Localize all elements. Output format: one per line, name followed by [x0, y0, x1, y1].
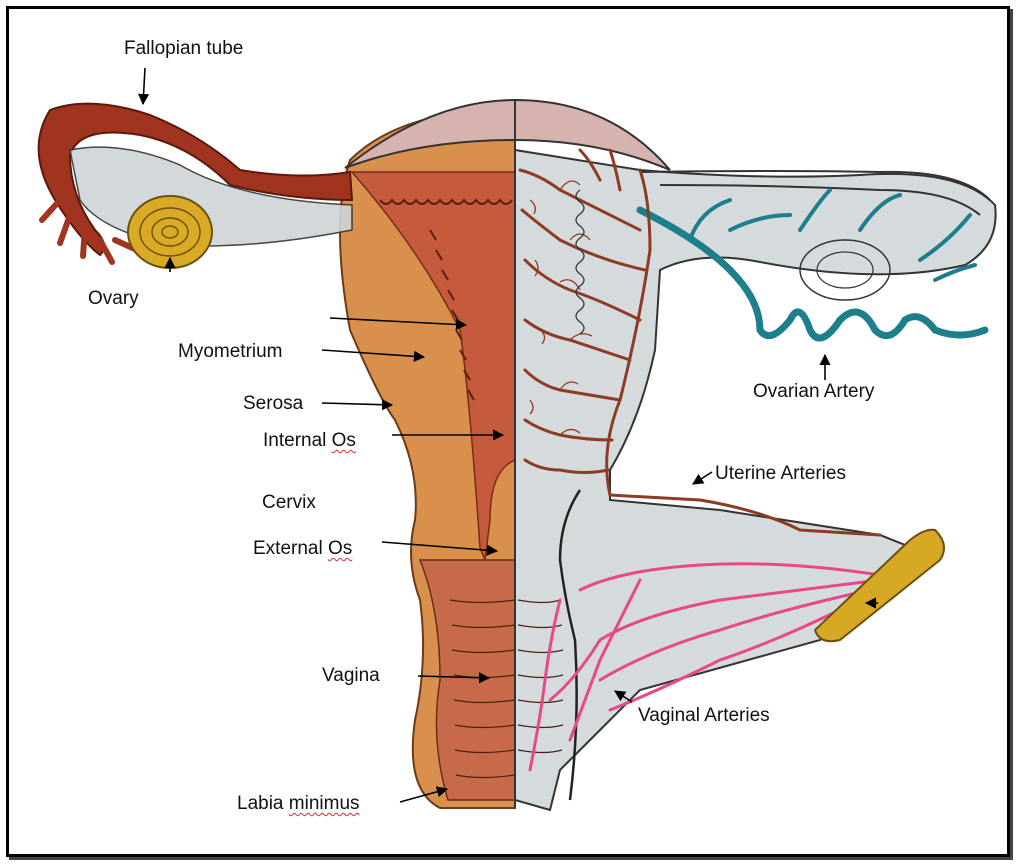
- label-cervix: Cervix: [262, 492, 316, 514]
- label-external-os-word: External: [253, 538, 323, 559]
- label-external-os: External Os: [253, 538, 352, 560]
- label-internal-os: Internal Os: [263, 430, 356, 452]
- label-external-os-os: Os: [328, 538, 352, 559]
- label-internal-os-word: Internal: [263, 430, 326, 451]
- label-vaginal-arteries: Vaginal Arteries: [638, 705, 770, 727]
- label-ovary: Ovary: [88, 288, 139, 310]
- label-serosa: Serosa: [243, 393, 303, 415]
- label-labia-minimus-word: minimus: [289, 793, 360, 814]
- label-vagina: Vagina: [322, 665, 380, 687]
- label-uterine-arteries: Uterine Arteries: [715, 463, 846, 485]
- label-fallopian-tube: Fallopian tube: [124, 38, 243, 60]
- label-labia-minimus: Labia minimus: [237, 793, 360, 815]
- label-ovarian-artery: Ovarian Artery: [753, 381, 874, 403]
- label-internal-os-os: Os: [332, 430, 356, 451]
- label-labia-word: Labia: [237, 793, 284, 814]
- label-myometrium: Myometrium: [178, 341, 283, 363]
